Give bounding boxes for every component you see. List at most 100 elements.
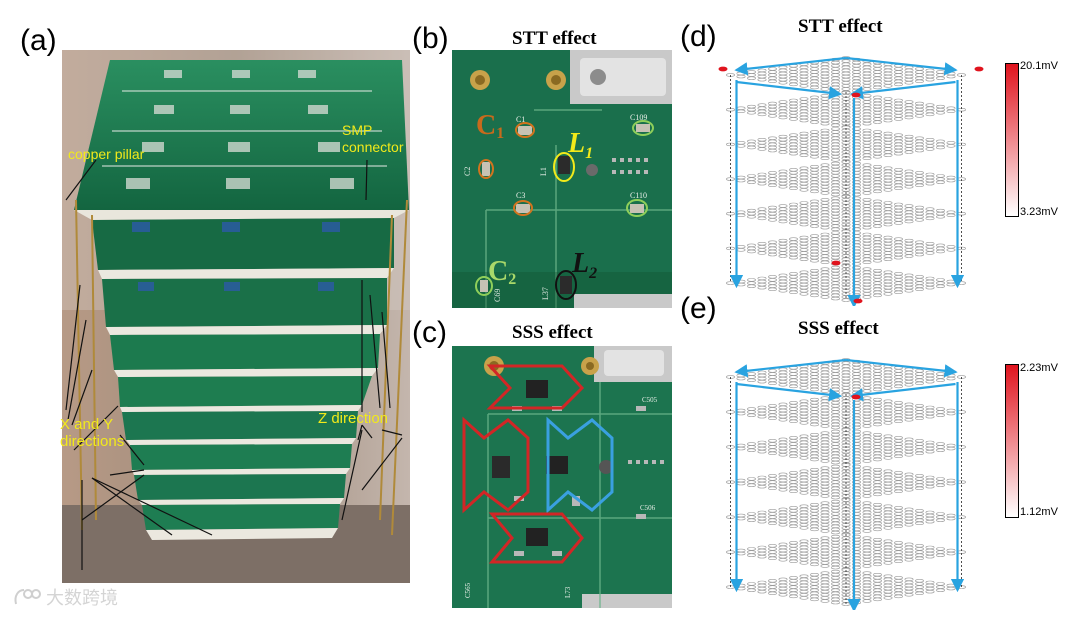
grid-node	[820, 137, 830, 142]
grid-node	[746, 104, 756, 109]
grid-node	[883, 402, 893, 407]
grid-node	[862, 389, 872, 393]
grid-node	[915, 544, 925, 548]
grid-node	[799, 222, 809, 227]
grid-node	[757, 147, 767, 151]
grid-node	[831, 218, 841, 222]
grid-node	[799, 182, 809, 186]
grid-node	[894, 369, 904, 373]
grid-node	[789, 515, 799, 519]
grid-node	[936, 375, 946, 379]
grid-node	[925, 555, 935, 559]
grid-node	[799, 481, 809, 486]
grid-node	[820, 156, 830, 161]
grid-node	[767, 369, 777, 373]
grid-node	[915, 101, 925, 106]
grid-node	[820, 472, 830, 477]
grid-node	[810, 70, 820, 74]
grid-node	[904, 510, 914, 515]
grid-node	[925, 580, 935, 585]
grid-node	[894, 145, 904, 150]
grid-node	[810, 67, 820, 71]
grid-node	[799, 77, 809, 82]
grid-node	[820, 488, 830, 492]
grid-node	[820, 516, 830, 521]
grid-node	[778, 289, 788, 293]
grid-node	[767, 512, 777, 516]
grid-node	[904, 408, 914, 413]
grid-node	[831, 506, 841, 510]
grid-node	[778, 577, 788, 582]
label-z-direction: Z direction	[318, 410, 389, 427]
grid-node	[883, 472, 893, 477]
grid-node	[873, 183, 883, 188]
grid-node	[810, 95, 820, 99]
grid-node	[767, 591, 777, 596]
grid-node	[873, 70, 883, 74]
grid-node	[757, 175, 767, 180]
grid-node	[925, 74, 935, 79]
grid-node	[862, 242, 872, 246]
grid-node	[799, 408, 809, 413]
grid-node	[936, 243, 946, 248]
grid-node	[873, 272, 883, 276]
grid-node	[883, 485, 893, 489]
grid-node	[831, 524, 841, 529]
grid-node	[778, 418, 788, 422]
grid-node	[904, 507, 914, 512]
grid-node	[810, 224, 820, 228]
grid-node	[799, 440, 809, 445]
grid-node	[904, 370, 914, 375]
grid-node	[873, 107, 883, 112]
grid-node	[746, 212, 756, 216]
grid-node	[799, 561, 809, 565]
grid-node	[852, 390, 862, 395]
grid-node	[831, 281, 841, 285]
grid-node	[841, 370, 851, 375]
grid-node	[789, 168, 799, 172]
grid-node	[894, 413, 904, 417]
grid-node	[810, 436, 820, 440]
grid-node	[831, 73, 841, 77]
grid-node	[873, 480, 883, 484]
grid-node	[799, 185, 809, 189]
grid-node	[778, 103, 788, 107]
grid-node	[883, 523, 893, 527]
grid-node	[789, 133, 799, 137]
grid-node	[799, 68, 809, 73]
grid-node	[767, 240, 777, 244]
grid-node	[767, 582, 777, 586]
grid-node	[904, 144, 914, 148]
grid-node	[746, 550, 756, 554]
grid-node	[915, 445, 925, 449]
grid-node	[873, 142, 883, 147]
grid-node	[862, 399, 872, 403]
grid-node	[894, 454, 904, 459]
grid-node	[862, 405, 872, 410]
grid-node	[778, 254, 788, 258]
grid-node	[820, 134, 830, 139]
grid-node	[810, 541, 820, 545]
grid-node	[820, 254, 830, 258]
grid-node	[831, 269, 841, 273]
grid-node	[799, 402, 809, 407]
grid-node	[883, 68, 893, 73]
grid-node	[915, 76, 925, 80]
grid-node	[820, 87, 830, 91]
grid-node	[810, 503, 820, 507]
grid-node	[873, 582, 883, 586]
grid-node	[904, 411, 914, 416]
grid-node	[873, 419, 883, 424]
grid-node	[946, 109, 956, 114]
grid-node	[883, 507, 893, 512]
grid-node	[883, 373, 893, 378]
grid-node	[862, 147, 872, 151]
grid-node	[789, 454, 799, 459]
grid-node	[883, 175, 893, 180]
grid-node	[946, 443, 956, 448]
grid-node	[873, 562, 883, 567]
grid-node	[883, 210, 893, 214]
grid-node	[831, 384, 841, 389]
grid-node	[736, 178, 746, 183]
grid-node	[767, 107, 777, 112]
